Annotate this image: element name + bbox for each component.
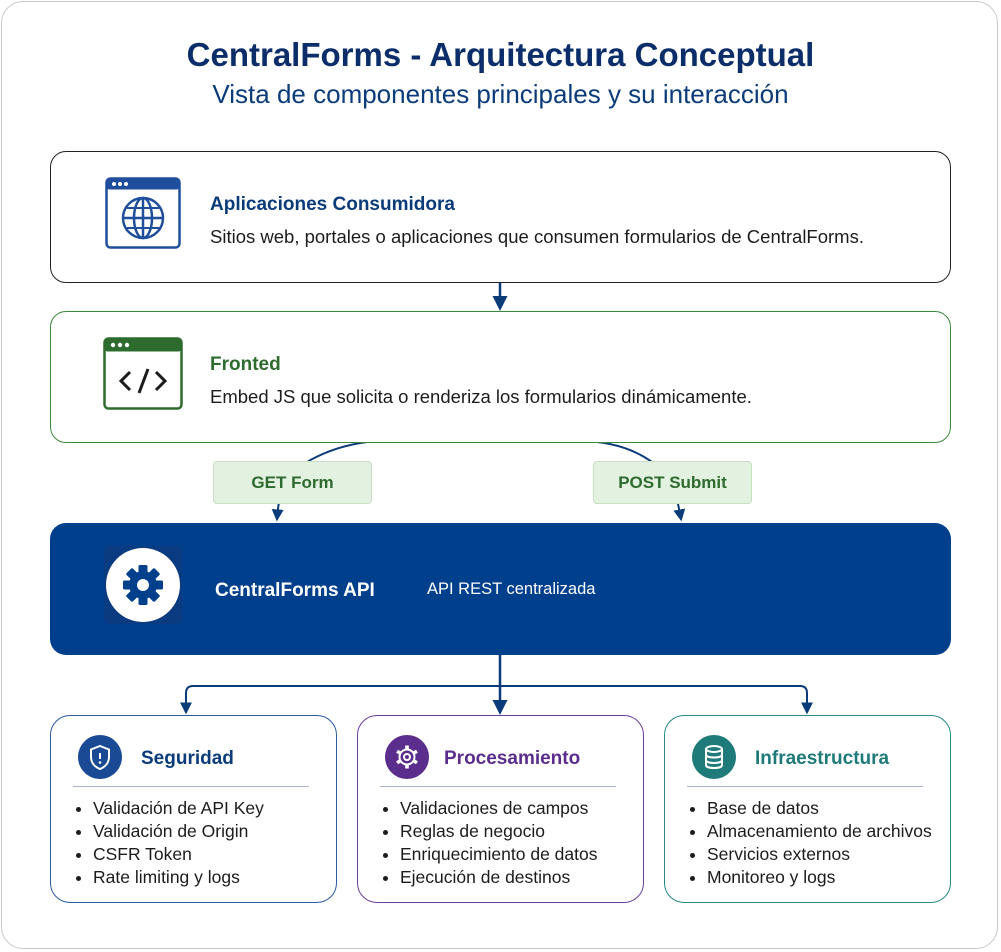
list-item: Base de datos bbox=[707, 797, 932, 820]
consumer-apps-description: Sitios web, portales o aplicaciones que … bbox=[210, 226, 864, 247]
processing-card: Procesamiento Validaciones de campos Reg… bbox=[357, 715, 644, 903]
processing-card-title: Procesamiento bbox=[444, 748, 581, 769]
security-card-title: Seguridad bbox=[141, 748, 234, 769]
processing-card-list: Validaciones de campos Reglas de negocio… bbox=[380, 797, 597, 889]
browser-globe-icon bbox=[105, 177, 181, 254]
frontend-description: Embed JS que solicita o renderiza los fo… bbox=[210, 386, 752, 407]
infrastructure-card-divider bbox=[687, 786, 923, 787]
frontend-heading: Fronted bbox=[210, 354, 281, 375]
central-api-box: CentralForms API API REST centralizada bbox=[50, 523, 951, 655]
list-item: Validaciones de campos bbox=[400, 797, 597, 820]
central-api-description: API REST centralizada bbox=[427, 580, 596, 598]
security-card-list: Validación de API Key Validación de Orig… bbox=[73, 797, 264, 889]
infrastructure-card-list: Base de datos Almacenamiento de archivos… bbox=[687, 797, 932, 889]
list-item: CSFR Token bbox=[93, 843, 264, 866]
frontend-box: Fronted Embed JS que solicita o renderiz… bbox=[50, 311, 951, 443]
list-item: Servicios externos bbox=[707, 843, 932, 866]
list-item: Ejecución de destinos bbox=[400, 866, 597, 889]
list-item: Reglas de negocio bbox=[400, 820, 597, 843]
page-subtitle: Vista de componentes principales y su in… bbox=[212, 79, 789, 109]
gear-icon bbox=[385, 735, 429, 779]
consumer-apps-heading: Aplicaciones Consumidora bbox=[210, 194, 455, 215]
post-submit-label: POST Submit bbox=[593, 461, 752, 504]
infrastructure-card: Infraestructura Base de datos Almacenami… bbox=[664, 715, 951, 903]
list-item: Validación de API Key bbox=[93, 797, 264, 820]
security-card-divider bbox=[73, 786, 309, 787]
database-icon bbox=[692, 735, 736, 779]
shield-icon bbox=[78, 735, 122, 779]
processing-card-divider bbox=[380, 786, 616, 787]
consumer-apps-box: Aplicaciones Consumidora Sitios web, por… bbox=[50, 151, 951, 283]
list-item: Validación de Origin bbox=[93, 820, 264, 843]
security-card: Seguridad Validación de API Key Validaci… bbox=[50, 715, 337, 903]
page-title: CentralForms - Arquitectura Conceptual bbox=[186, 36, 815, 73]
list-item: Enriquecimiento de datos bbox=[400, 843, 597, 866]
list-item: Monitoreo y logs bbox=[707, 866, 932, 889]
browser-code-icon bbox=[103, 337, 183, 415]
list-item: Almacenamiento de archivos bbox=[707, 820, 932, 843]
gear-icon bbox=[104, 546, 182, 629]
central-api-heading: CentralForms API bbox=[215, 580, 375, 601]
list-item: Rate limiting y logs bbox=[93, 866, 264, 889]
get-form-label: GET Form bbox=[213, 461, 372, 504]
infrastructure-card-title: Infraestructura bbox=[755, 748, 890, 769]
